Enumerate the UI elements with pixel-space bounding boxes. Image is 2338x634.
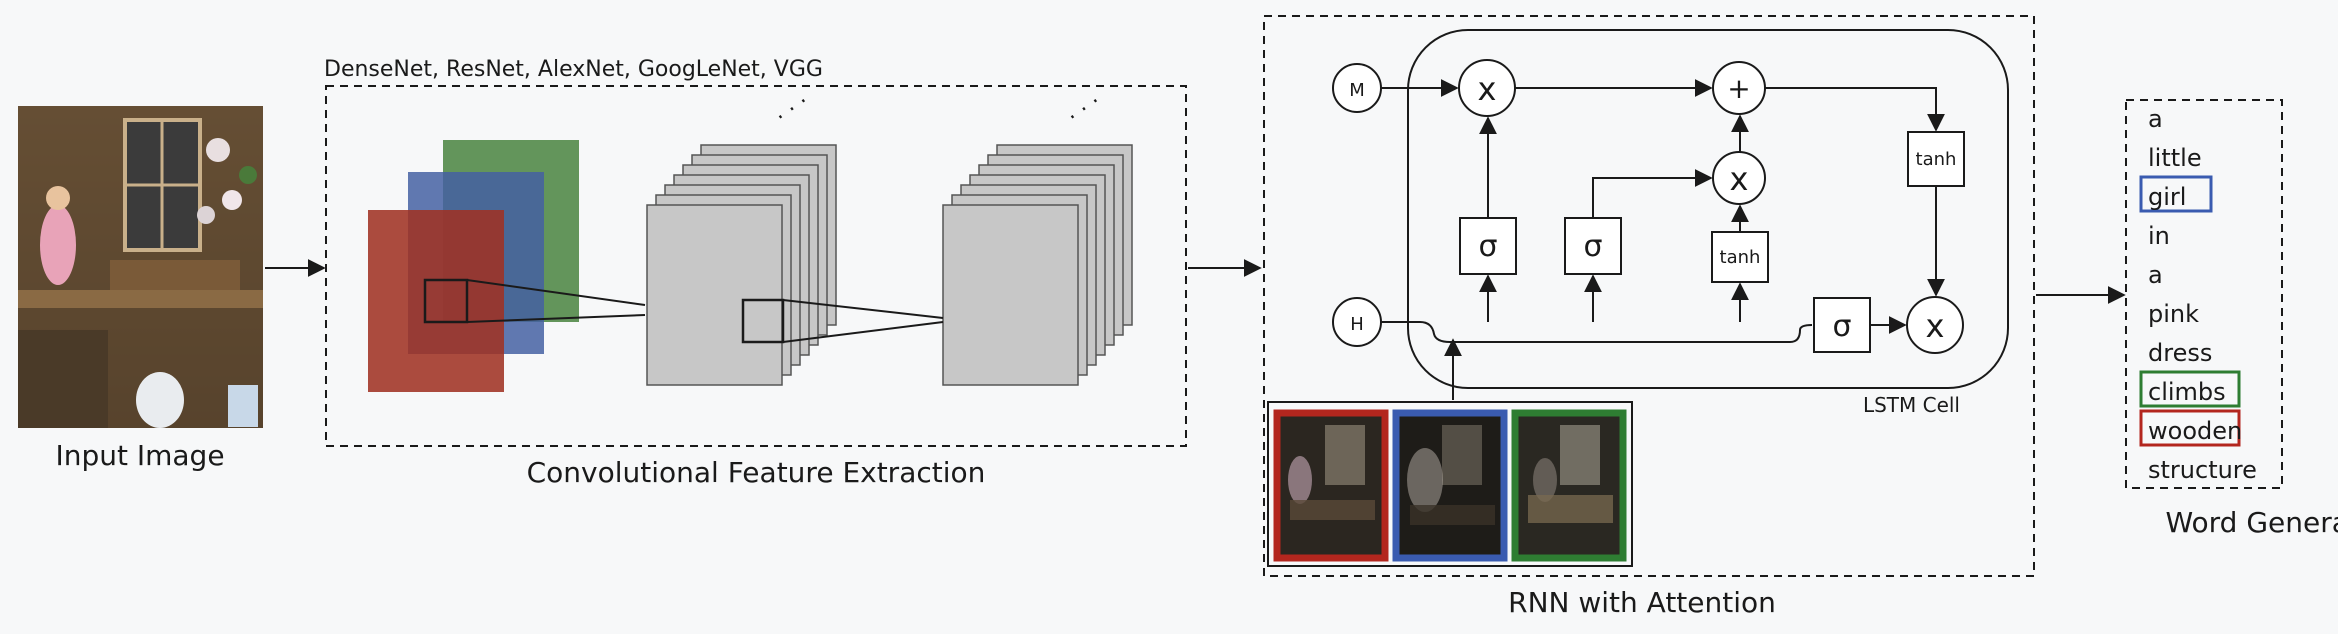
svg-text:tanh: tanh	[1720, 247, 1761, 268]
cnn-models-label: DenseNet, ResNet, AlexNet, GoogLeNet, VG…	[324, 57, 823, 82]
more-layers-dots-1: · · ·	[771, 89, 814, 130]
generated-word: dress	[2148, 339, 2212, 367]
hidden-input-label: H	[1350, 314, 1364, 335]
forget-gate-sigma	[1459, 217, 1517, 275]
cnn-caption: Convolutional Feature Extraction	[527, 456, 986, 489]
generated-word: girl	[2148, 183, 2186, 211]
generated-word: pink	[2148, 300, 2199, 328]
generated-word: in	[2148, 222, 2170, 250]
receptive-field-box-2	[741, 298, 785, 344]
word-highlight-box	[2139, 409, 2241, 447]
svg-text:tanh: tanh	[1916, 149, 1957, 170]
feature-map-stack-1	[646, 144, 837, 386]
attention-map-blue	[1392, 409, 1508, 562]
attention-map-green	[1511, 409, 1627, 562]
rnn-box	[1263, 15, 2035, 577]
rgb-channel-stack	[368, 140, 579, 392]
word-list: a little girl in a pink dress climbs wooden struc…	[2139, 105, 2257, 484]
lstm-cell-box	[1407, 29, 2009, 389]
generated-word: little	[2148, 144, 2202, 172]
svg-text:σ: σ	[1478, 229, 1497, 264]
input-image-caption: Input Image	[55, 439, 224, 472]
input-gate-sigma	[1564, 217, 1622, 275]
generated-word: climbs	[2148, 378, 2226, 406]
generated-word: a	[2148, 261, 2163, 289]
generated-word: wooden	[2148, 417, 2242, 445]
feature-map-stack-2	[942, 144, 1133, 386]
word-highlight-box	[2139, 370, 2241, 408]
candidate-tanh	[1711, 231, 1769, 283]
generated-word: a	[2148, 105, 2163, 133]
attention-map-red	[1273, 409, 1389, 562]
cnn-box	[325, 85, 1187, 447]
forget-multiply-symbol: x	[1478, 70, 1497, 108]
receptive-field-box	[423, 278, 469, 324]
lstm-connections	[1381, 79, 1945, 400]
svg-text:σ: σ	[1832, 309, 1851, 344]
word-list-box	[2125, 99, 2283, 489]
word-generation-caption: Word Generation	[2165, 506, 2338, 539]
more-layers-dots-2: · · ·	[1063, 89, 1106, 130]
add-symbol: +	[1727, 72, 1750, 105]
svg-text:σ: σ	[1583, 229, 1602, 264]
output-multiply-node	[1906, 296, 1964, 354]
output-multiply-symbol: x	[1926, 307, 1945, 345]
output-gate-sigma	[1813, 297, 1871, 353]
generated-word: structure	[2148, 456, 2257, 484]
input-multiply-symbol: x	[1730, 160, 1749, 198]
memory-input-label: M	[1349, 80, 1365, 101]
attention-maps-panel	[1267, 401, 1633, 567]
rnn-caption: RNN with Attention	[1508, 586, 1776, 619]
input-image	[18, 106, 263, 428]
word-highlight-box	[2139, 175, 2213, 213]
feature-map-layer	[942, 204, 1079, 386]
lstm-cell-label: LSTM Cell	[1863, 393, 1960, 417]
feature-map-layer	[646, 204, 783, 386]
